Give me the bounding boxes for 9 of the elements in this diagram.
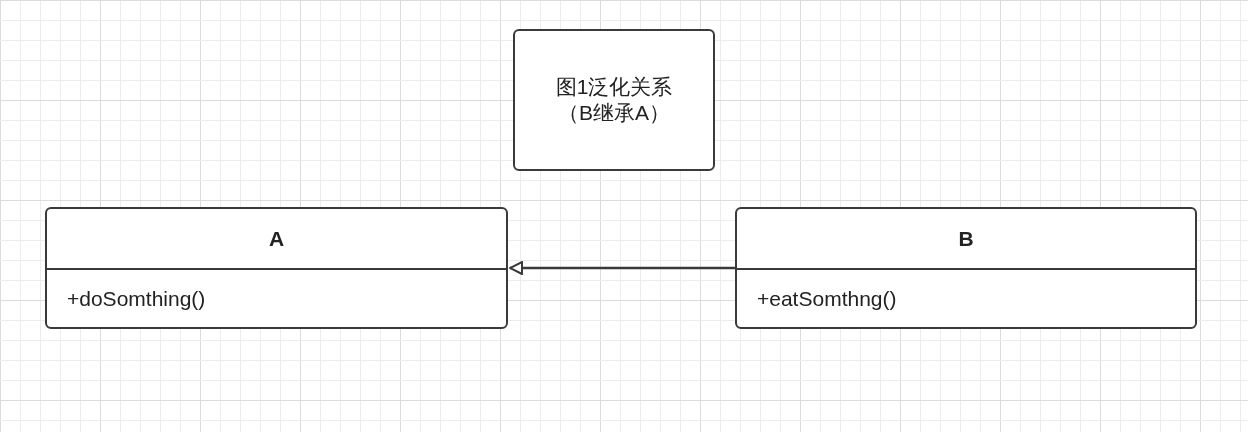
class-box	[45, 207, 508, 329]
method-label: +doSomthing()	[67, 286, 206, 311]
generalization-arrow	[509, 261, 735, 275]
note-text: 图1泛化关系（B继承A）	[554, 73, 674, 126]
note-box	[513, 29, 715, 171]
class-box	[735, 207, 1197, 329]
class-name: B	[958, 226, 974, 251]
method-label: +eatSomthng()	[757, 286, 897, 311]
class-name: A	[268, 226, 285, 251]
